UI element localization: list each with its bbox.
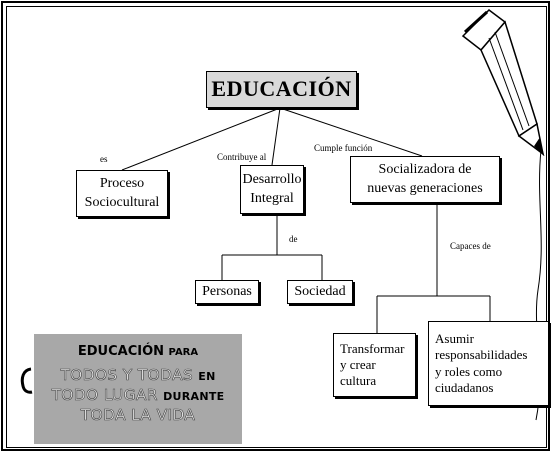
node-proceso-line2: Sociocultural <box>84 194 160 210</box>
banner-line1-text: TODOS Y TODAS <box>60 366 194 385</box>
edge-es <box>121 107 281 171</box>
node-sociedad-label: Sociedad <box>294 283 346 299</box>
node-sociedad: Sociedad <box>287 280 353 304</box>
node-personas: Personas <box>195 280 259 304</box>
edge-cumple <box>279 107 423 157</box>
node-transformar-line3: cultura <box>340 373 377 389</box>
root-label: EDUCACIÓN <box>211 76 352 102</box>
node-proceso-line1: Proceso <box>99 176 145 192</box>
banner-line-1: TODOS Y TODAS EN <box>34 366 242 385</box>
banner-line2-text: TODO LUGAR <box>51 386 158 405</box>
node-transformar-line2: y crear <box>340 356 376 372</box>
node-socializadora: Socializadora de nuevas generaciones <box>350 156 500 203</box>
node-social-line1: Socializadora de <box>378 162 472 178</box>
root-node: EDUCACIÓN <box>206 71 357 108</box>
edge-label-es: es <box>100 154 108 164</box>
curl-glyph <box>20 367 33 394</box>
node-asumir-line2: responsabilidades <box>435 347 528 363</box>
node-desarrollo-line1: Desarrollo <box>242 172 302 188</box>
node-desarrollo-line2: Integral <box>250 190 294 206</box>
node-asumir-line4: ciudadanos <box>435 379 494 395</box>
banner-line-2: TODO LUGAR DURANTE <box>34 386 242 405</box>
banner-line1-suffix: EN <box>198 370 216 383</box>
banner-title-suffix: PARA <box>168 347 199 358</box>
banner-line2-suffix: DURANTE <box>163 390 225 403</box>
edge-contribuye <box>271 107 281 166</box>
pencil-icon <box>461 9 545 156</box>
node-personas-label: Personas <box>202 283 252 299</box>
node-asumir-line1: Asumir <box>435 331 474 346</box>
banner-title-main: EDUCACIÓN <box>77 344 164 359</box>
education-banner: EDUCACIÓN PARA TODOS Y TODAS EN TODO LUG… <box>34 334 242 444</box>
node-asumir-line3: y roles como <box>435 363 503 379</box>
inner-frame <box>6 6 547 448</box>
edge-label-contribuye: Contribuye al <box>217 152 267 162</box>
banner-title: EDUCACIÓN PARA <box>34 344 242 359</box>
edge-label-capaces: Capaces de <box>450 241 491 251</box>
edge-label-cumple: Cumple función <box>314 143 373 153</box>
edge-label-de: de <box>289 234 298 244</box>
banner-line-3: TODA LA VIDA <box>34 406 242 425</box>
node-transformar-line1: Transformar <box>340 340 405 356</box>
banner-line3-text: TODA LA VIDA <box>80 406 196 425</box>
node-social-line2: nuevas generaciones <box>367 180 483 196</box>
